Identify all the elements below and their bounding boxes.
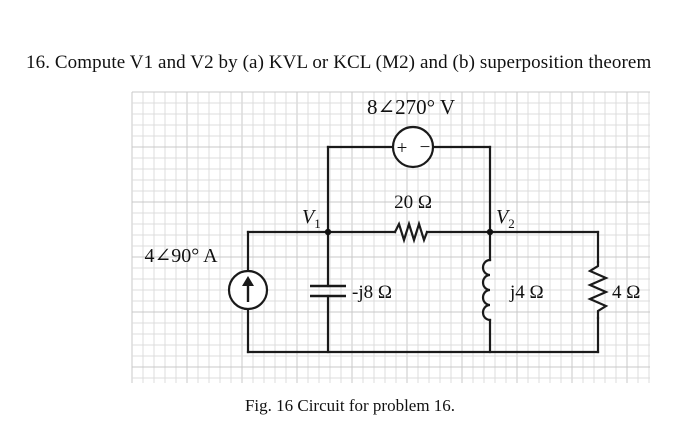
arrow-up-icon xyxy=(242,276,254,286)
capacitor-label: -j8 Ω xyxy=(352,282,392,303)
inductor-label: j4 Ω xyxy=(509,282,544,303)
node-v1-label: V1 xyxy=(302,206,321,231)
resistor-20-ohm xyxy=(393,220,429,244)
node-v2-dot xyxy=(486,228,494,236)
problem-statement: 16. Compute V1 and V2 by (a) KVL or KCL … xyxy=(26,52,652,73)
voltage-source-minus: − xyxy=(420,137,431,158)
node-v1-dot xyxy=(324,228,332,236)
capacitor xyxy=(310,284,346,298)
inductor-coil xyxy=(481,258,492,322)
node-v2-label: V2 xyxy=(496,206,515,231)
resistor-4-ohm-label: 4 Ω xyxy=(612,282,640,303)
voltage-source: + − xyxy=(391,125,435,169)
current-source xyxy=(227,269,269,311)
resistor-4-ohm xyxy=(587,260,609,320)
voltage-source-label: 8∠270° V xyxy=(367,95,455,119)
current-source-label: 4∠90° A xyxy=(144,245,218,267)
figure-caption: Fig. 16 Circuit for problem 16. xyxy=(244,396,456,415)
circuit-wires xyxy=(246,145,600,354)
resistor-20-ohm-label: 20 Ω xyxy=(394,192,432,213)
graph-paper-grid xyxy=(131,91,650,383)
voltage-source-plus: + xyxy=(397,138,408,159)
